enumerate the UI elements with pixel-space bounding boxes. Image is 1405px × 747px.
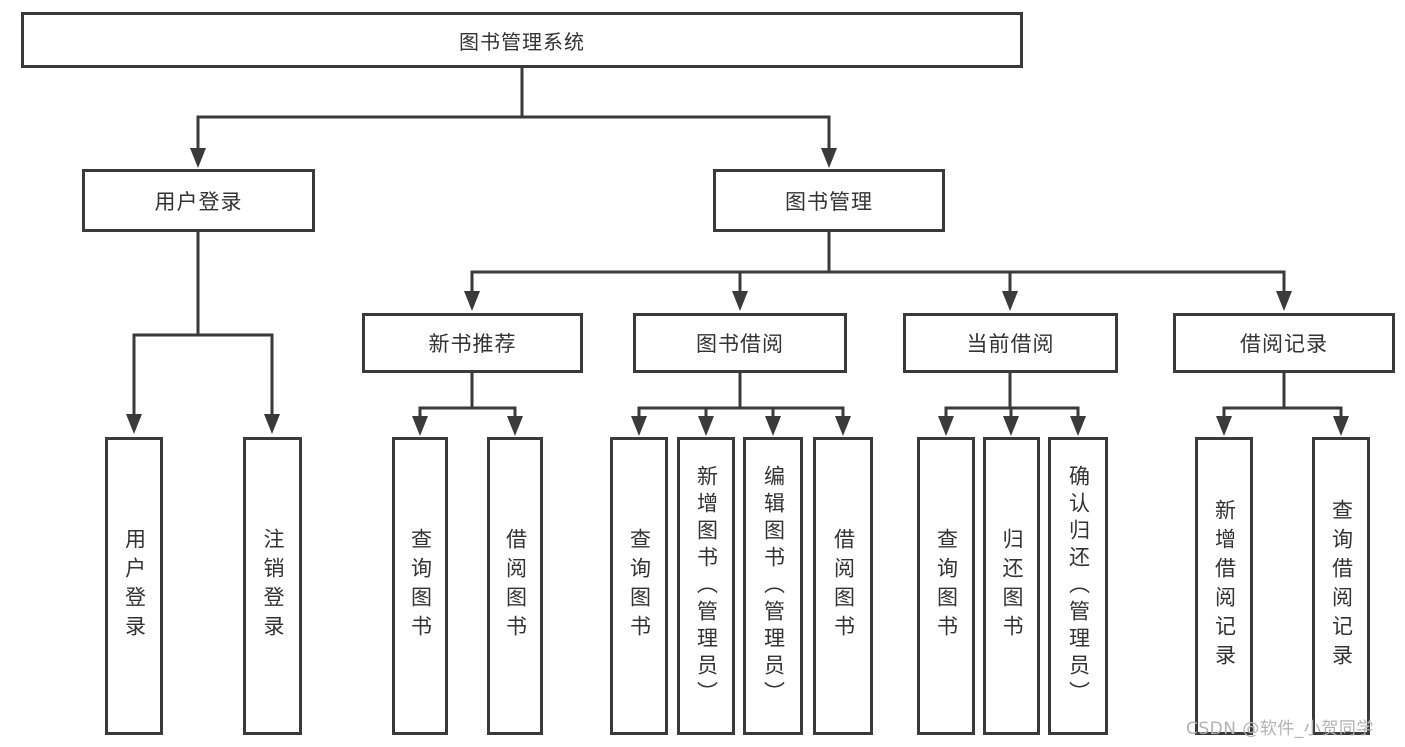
leaf-query-borrow-record: 查询借阅记录 xyxy=(1312,437,1370,735)
leaf-user-login: 用户登录 xyxy=(105,437,163,735)
node-label: 新书推荐 xyxy=(428,332,517,356)
leaf-label: 查询图书 xyxy=(408,528,433,644)
node-book-borrowing: 图书借阅 xyxy=(633,313,847,373)
leaf-label: 新增借阅记录 xyxy=(1212,499,1237,673)
node-new-book-recommend: 新书推荐 xyxy=(362,313,583,373)
leaf-label: 注销登录 xyxy=(261,528,285,644)
leaf-label: 查询图书 xyxy=(627,528,652,644)
node-current-borrowing: 当前借阅 xyxy=(903,313,1118,373)
leaf-label: 新增图书（管理员） xyxy=(694,464,719,708)
leaf-confirm-return-admin: 确认归还（管理员） xyxy=(1048,437,1108,735)
leaf-label: 查询借阅记录 xyxy=(1329,499,1354,673)
node-label: 图书借阅 xyxy=(696,332,784,356)
leaf-label: 查询图书 xyxy=(934,528,959,644)
leaf-return-books: 归还图书 xyxy=(983,437,1040,735)
leaf-query-books-3: 查询图书 xyxy=(917,437,975,735)
node-label: 借阅记录 xyxy=(1240,332,1328,356)
node-borrowing-records: 借阅记录 xyxy=(1173,313,1395,373)
node-label: 用户登录 xyxy=(154,189,243,214)
leaf-label: 借阅图书 xyxy=(503,528,528,644)
leaf-label: 借阅图书 xyxy=(831,528,856,644)
leaf-label: 确认归还（管理员） xyxy=(1066,464,1091,708)
leaf-add-books-admin: 新增图书（管理员） xyxy=(677,437,735,735)
leaf-query-books-2: 查询图书 xyxy=(610,437,668,735)
node-user-login: 用户登录 xyxy=(82,169,315,232)
csdn-watermark: CSDN @软件_小贺同学 xyxy=(1186,719,1374,739)
leaf-label: 编辑图书（管理员） xyxy=(761,464,786,708)
leaf-add-borrow-record: 新增借阅记录 xyxy=(1195,437,1253,735)
node-label: 当前借阅 xyxy=(966,332,1055,356)
node-library-management-system: 图书管理系统 xyxy=(21,12,1023,68)
leaf-borrow-books-2: 借阅图书 xyxy=(813,437,873,735)
leaf-label: 归还图书 xyxy=(1000,528,1024,644)
leaf-label: 用户登录 xyxy=(122,528,147,644)
leaf-logout: 注销登录 xyxy=(243,437,302,735)
node-book-management: 图书管理 xyxy=(713,169,945,232)
leaf-edit-books-admin: 编辑图书（管理员） xyxy=(743,437,803,735)
leaf-borrow-books-1: 借阅图书 xyxy=(487,437,543,735)
leaf-query-books-1: 查询图书 xyxy=(392,437,448,735)
node-label: 图书管理 xyxy=(785,189,873,214)
node-label: 图书管理系统 xyxy=(459,29,585,54)
